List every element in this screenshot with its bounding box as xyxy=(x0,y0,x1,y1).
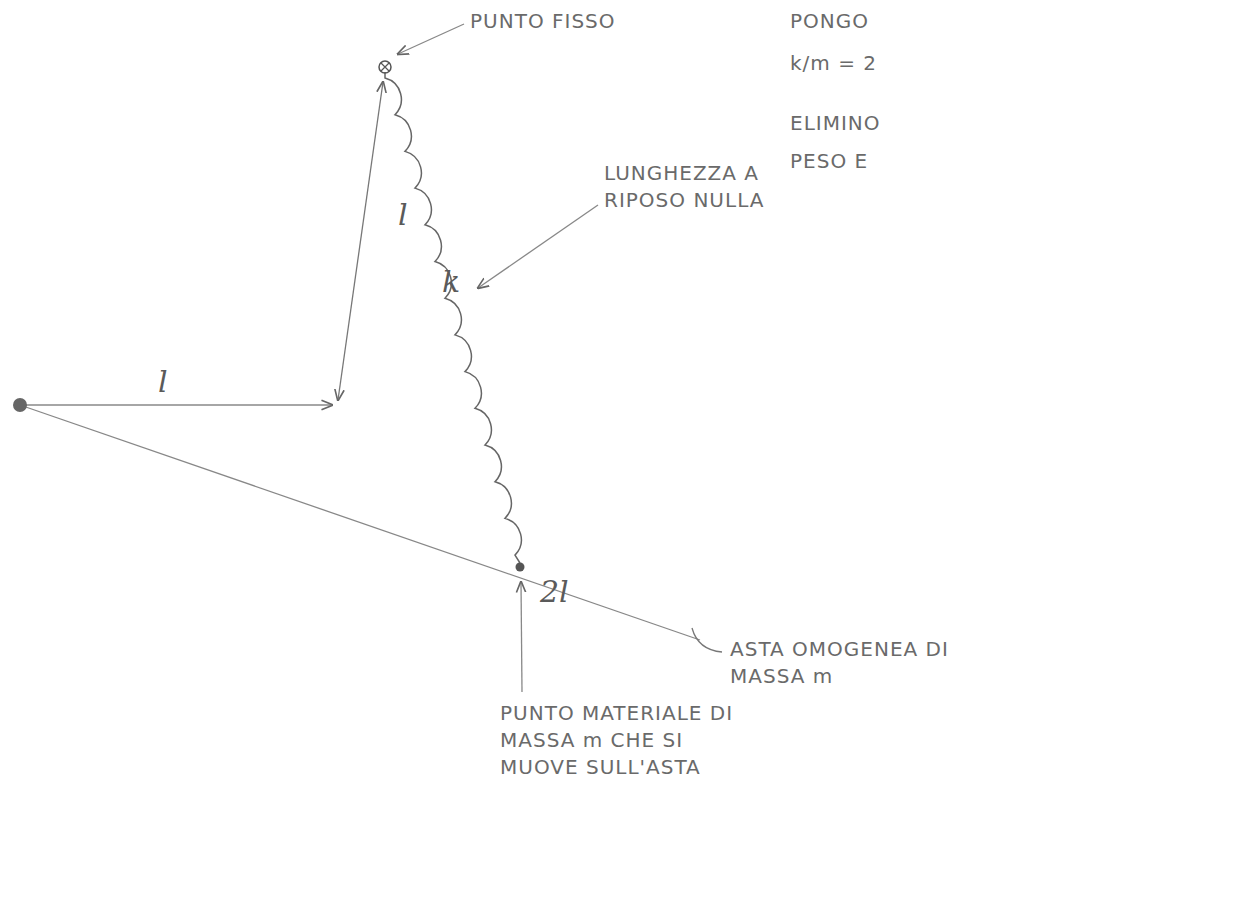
leader-line xyxy=(521,582,522,692)
callout-label: LUNGHEZZA A RIPOSO NULLA xyxy=(604,160,784,214)
fixed-point xyxy=(381,63,389,71)
dimension-label: l xyxy=(398,195,408,236)
callout-label: PUNTO FISSO xyxy=(470,8,690,35)
leader-line xyxy=(478,205,598,288)
dimension-line xyxy=(338,82,383,400)
note-text: k/m = 2 xyxy=(790,50,990,77)
note-text: PONGO xyxy=(790,8,990,35)
callout-label: ASTA OMOGENEA DI MASSA m xyxy=(730,636,990,690)
rod xyxy=(20,405,700,640)
dimension-label: l xyxy=(158,362,168,403)
spring-constant: k xyxy=(442,262,460,303)
dimension-line xyxy=(22,404,332,405)
callout-label: PUNTO MATERIALE DI MASSA m CHE SI MUOVE … xyxy=(500,700,760,781)
note-text: ELIMINO xyxy=(790,110,990,137)
fixed-point xyxy=(379,61,391,73)
spring xyxy=(385,72,521,563)
note-text: PESO E xyxy=(790,148,990,175)
dimension-label: 2l xyxy=(540,572,569,613)
point-mass xyxy=(516,563,525,572)
leader-line xyxy=(398,24,464,54)
pivot xyxy=(13,398,27,412)
leader-line xyxy=(692,628,722,652)
